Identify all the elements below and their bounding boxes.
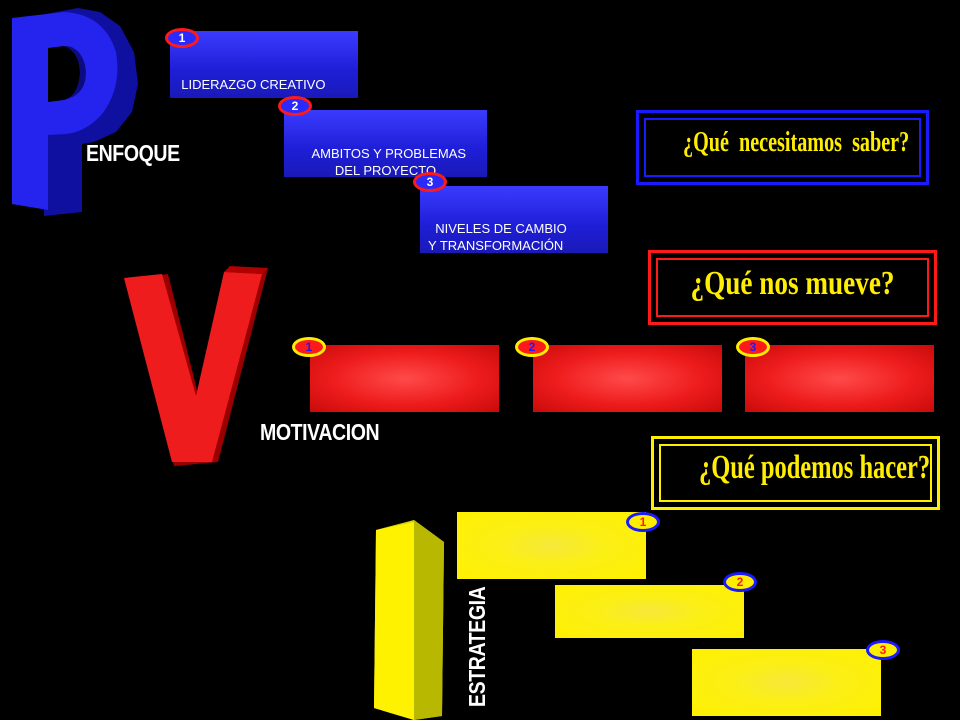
motivacion-item-3[interactable] — [745, 345, 934, 412]
estrategia-item-3[interactable] — [692, 649, 881, 716]
estrategia-badge-3: 3 — [866, 640, 900, 660]
question-nos-mueve-text: ¿Qué nos mueve? — [690, 265, 895, 302]
enfoque-item-1[interactable]: LIDERAZGO CREATIVO — [170, 31, 358, 98]
motivacion-badge-1: 1 — [292, 337, 326, 357]
letter-p-graphic — [12, 8, 138, 216]
enfoque-badge-3: 3 — [413, 172, 447, 192]
motivacion-item-1[interactable] — [310, 345, 499, 412]
question-podemos-hacer: ¿Qué podemos hacer? — [651, 436, 940, 510]
estrategia-item-1[interactable] — [457, 512, 646, 579]
section-label-enfoque: ENFOQUE — [86, 140, 180, 166]
estrategia-badge-1: 1 — [626, 512, 660, 532]
enfoque-item-2-label: AMBITOS Y PROBLEMAS DEL PROYECTO — [311, 146, 467, 178]
motivacion-badge-2: 2 — [515, 337, 549, 357]
question-necesitamos-saber: ¿Qué necesitamos saber? — [636, 110, 929, 185]
enfoque-item-1-label: LIDERAZGO CREATIVO — [181, 77, 326, 92]
question-nos-mueve: ¿Qué nos mueve? — [648, 250, 937, 325]
question-podemos-hacer-text: ¿Qué podemos hacer? — [698, 449, 931, 486]
enfoque-item-3-label: NIVELES DE CAMBIO Y TRANSFORMACIÓN — [428, 221, 567, 253]
estrategia-badge-2: 2 — [723, 572, 757, 592]
motivacion-badge-3: 3 — [736, 337, 770, 357]
letter-v-graphic — [124, 266, 268, 466]
estrategia-item-2[interactable] — [555, 585, 744, 638]
question-necesitamos-saber-text: ¿Qué necesitamos saber? — [682, 127, 910, 158]
section-label-motivacion: MOTIVACION — [260, 419, 380, 445]
motivacion-item-2[interactable] — [533, 345, 722, 412]
letter-i-graphic — [374, 520, 444, 720]
enfoque-badge-2: 2 — [278, 96, 312, 116]
enfoque-item-3[interactable]: NIVELES DE CAMBIO Y TRANSFORMACIÓN — [420, 186, 608, 253]
enfoque-item-2[interactable]: AMBITOS Y PROBLEMAS DEL PROYECTO — [284, 110, 487, 178]
section-label-estrategia: ESTRATEGIA — [464, 586, 490, 707]
enfoque-badge-1: 1 — [165, 28, 199, 48]
